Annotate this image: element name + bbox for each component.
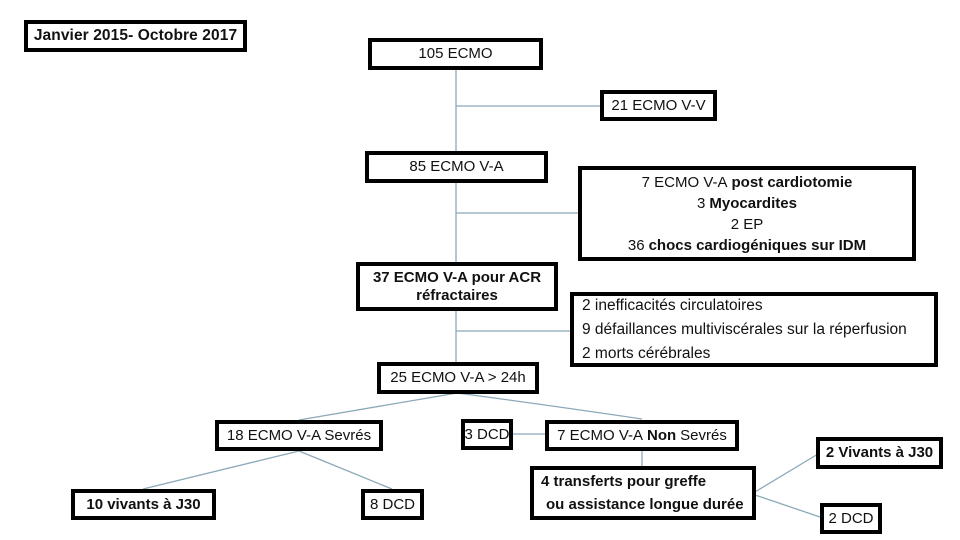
- transferts-line-1: 4 transferts pour greffe: [541, 473, 707, 490]
- node-vivants2-j30: 2 Vivants à J30: [816, 437, 943, 469]
- etiology-line-3: 2 EP: [730, 215, 764, 233]
- complication-line-2: 9 défaillances multiviscérales sur la ré…: [582, 320, 907, 338]
- connector-sevres-to-vivants10: [142, 450, 300, 490]
- acr-line-2: réfractaires: [416, 286, 498, 304]
- connector-25-to-nonsevres: [456, 392, 643, 420]
- connector-25-to-sevres: [298, 392, 458, 421]
- node-vivants-j30: 10 vivants à J30: [71, 489, 216, 520]
- transferts-line-2: ou assistance longue durée: [546, 496, 744, 513]
- node-ecmo-vv: 21 ECMO V-V: [600, 90, 717, 121]
- complications-box: 2 inefficacités circulatoires 9 défailla…: [570, 292, 938, 367]
- node-transferts: 4 transferts pour greffe ou assistance l…: [530, 466, 756, 520]
- node-dcd-3: 3 DCD: [461, 419, 513, 450]
- connector-transferts-to-dcd2: [754, 494, 821, 518]
- node-acr-refractaires: 37 ECMO V-A pour ACR réfractaires: [356, 262, 558, 311]
- node-ecmo-va: 85 ECMO V-A: [365, 151, 548, 183]
- node-sevres: 18 ECMO V-A Sevrés: [215, 420, 383, 451]
- node-dcd-8: 8 DCD: [361, 489, 424, 520]
- complication-line-1: 2 inefficacités circulatoires: [582, 296, 763, 314]
- period-label-box: Janvier 2015- Octobre 2017: [24, 20, 247, 52]
- node-dcd-2: 2 DCD: [820, 503, 882, 534]
- complication-line-3: 2 morts cérébrales: [582, 344, 711, 362]
- node-ecmo-24h: 25 ECMO V-A > 24h: [377, 362, 539, 394]
- acr-line-1: 37 ECMO V-A pour ACR: [372, 268, 542, 286]
- connector-transferts-to-vivants2: [754, 453, 819, 493]
- connector-sevres-to-dcd8: [298, 450, 393, 490]
- node-total-ecmo: 105 ECMO: [368, 38, 543, 70]
